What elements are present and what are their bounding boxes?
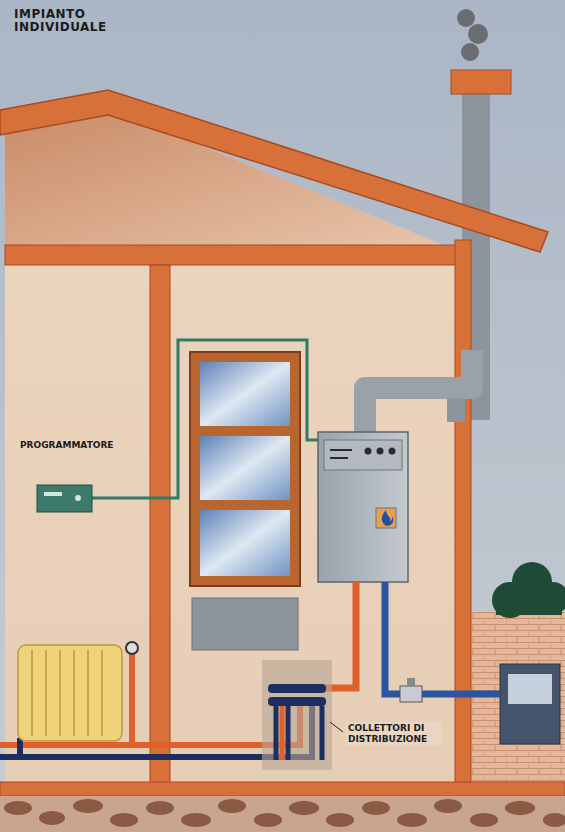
flame-icon: [382, 510, 394, 526]
collector-box: [262, 660, 332, 770]
floor: [0, 782, 565, 796]
radiator-valve: [126, 642, 138, 654]
device-label: PROGRAMMATORE: [20, 440, 114, 451]
collector-outlet: [276, 706, 322, 760]
boiler-button: [377, 448, 384, 455]
boiler-button: [389, 448, 396, 455]
part-label: COLLETTORI DI DISTRIBUZIONE: [346, 722, 442, 746]
flue-elbow: [447, 398, 465, 422]
boiler-display: [330, 450, 352, 458]
roof: [0, 90, 548, 252]
window-pane: [200, 362, 290, 426]
radiator-panel: [192, 598, 298, 650]
boiler-button: [365, 448, 372, 455]
gas-valve: [400, 678, 422, 702]
stones: [4, 799, 565, 827]
window-frame: [190, 352, 300, 586]
boiler-panel: [324, 440, 402, 470]
post: [150, 265, 170, 783]
programmer-display: [44, 492, 62, 496]
control-wire: [92, 340, 318, 498]
flame-window: [376, 508, 396, 528]
radiator: [18, 645, 122, 741]
window-pane: [200, 436, 290, 500]
collector-bar: [268, 684, 326, 693]
gas-meter: [500, 664, 560, 744]
bush: [492, 562, 565, 618]
brick-wall: [472, 612, 565, 784]
smoke: [457, 9, 488, 61]
boiler: [318, 432, 408, 582]
diagram-title: IMPIANTO INDIVIDUALE: [14, 8, 124, 34]
programmer-knob: [75, 495, 81, 501]
gas-pipe: [385, 582, 500, 694]
programmer-device: [37, 485, 92, 512]
leader-line: [330, 722, 343, 732]
chimney-cap: [451, 70, 511, 94]
collector-bar: [268, 697, 326, 706]
wall-post: [455, 240, 471, 832]
beam: [5, 245, 467, 265]
gas-meter-dial: [508, 674, 552, 704]
window-pane: [200, 510, 290, 576]
flue-pipe: [365, 350, 472, 432]
collector-outlet: [280, 706, 285, 760]
foundation: [0, 796, 565, 832]
